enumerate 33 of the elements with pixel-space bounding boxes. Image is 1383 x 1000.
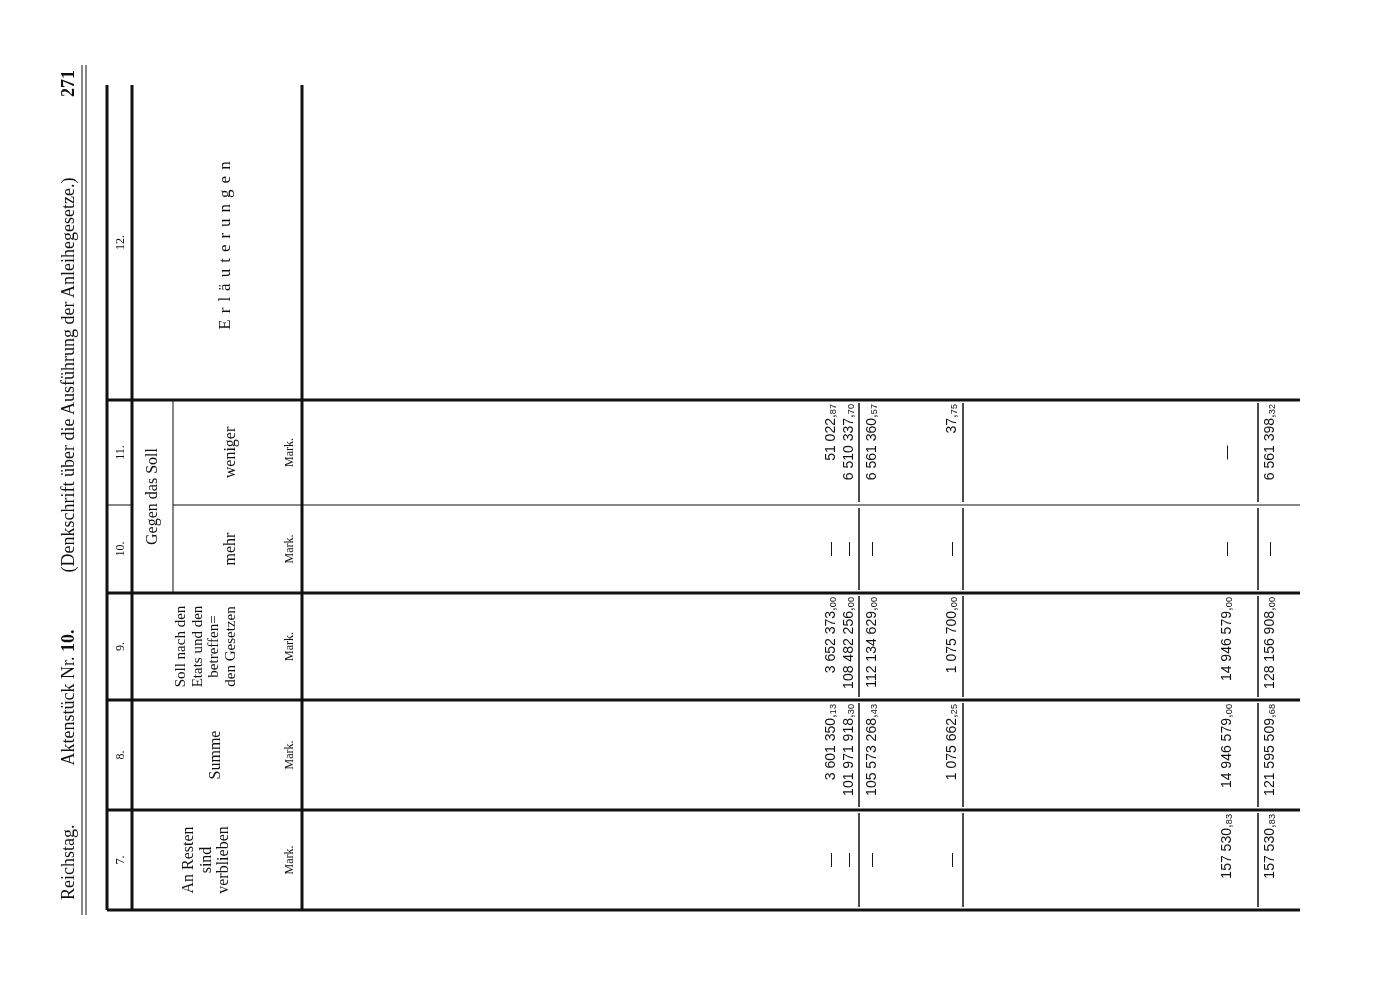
column-heading: An Resten sind verblieben — [178, 825, 232, 896]
page-header: (Denkschrift über die Ausführung der Anleihegesetze.) — [59, 176, 79, 575]
page-header: Reichstag. — [59, 823, 79, 900]
empty-dash: — — [944, 541, 960, 558]
column-heading: Soll nach den Etats und den betreffen= den Gesetzen — [172, 604, 238, 690]
column-number: 12. — [114, 234, 128, 252]
unit-label: Mark. — [283, 631, 297, 663]
empty-dash: — — [1219, 541, 1235, 558]
column-heading: mehr — [221, 531, 239, 568]
empty-dash: — — [841, 852, 857, 869]
unit-label: Mark. — [283, 533, 297, 566]
empty-dash: — — [841, 541, 857, 558]
empty-dash: — — [864, 541, 880, 558]
unit-label: Mark. — [283, 844, 297, 877]
column-heading: Erläuterungen — [215, 154, 235, 332]
page-header: Aktenstück Nr. 10. — [59, 628, 79, 768]
empty-dash: — — [823, 852, 839, 869]
column-heading: Summe — [206, 729, 224, 782]
unit-label: Mark. — [283, 437, 297, 469]
empty-dash: — — [864, 852, 880, 869]
empty-dash: — — [1262, 541, 1278, 558]
empty-dash: — — [1219, 444, 1235, 462]
unit-label: Mark. — [283, 739, 297, 772]
page-number: 271 — [59, 70, 79, 99]
column-number: 8. — [114, 749, 128, 762]
column-number: 10. — [114, 540, 128, 559]
empty-dash: — — [823, 541, 839, 558]
empty-dash: — — [944, 852, 960, 869]
column-number: 9. — [114, 641, 128, 653]
column-number: 11. — [114, 444, 128, 462]
column-number: 7. — [114, 854, 128, 867]
group-heading: Gegen das Soll — [143, 447, 161, 547]
column-heading: weniger — [221, 425, 239, 481]
